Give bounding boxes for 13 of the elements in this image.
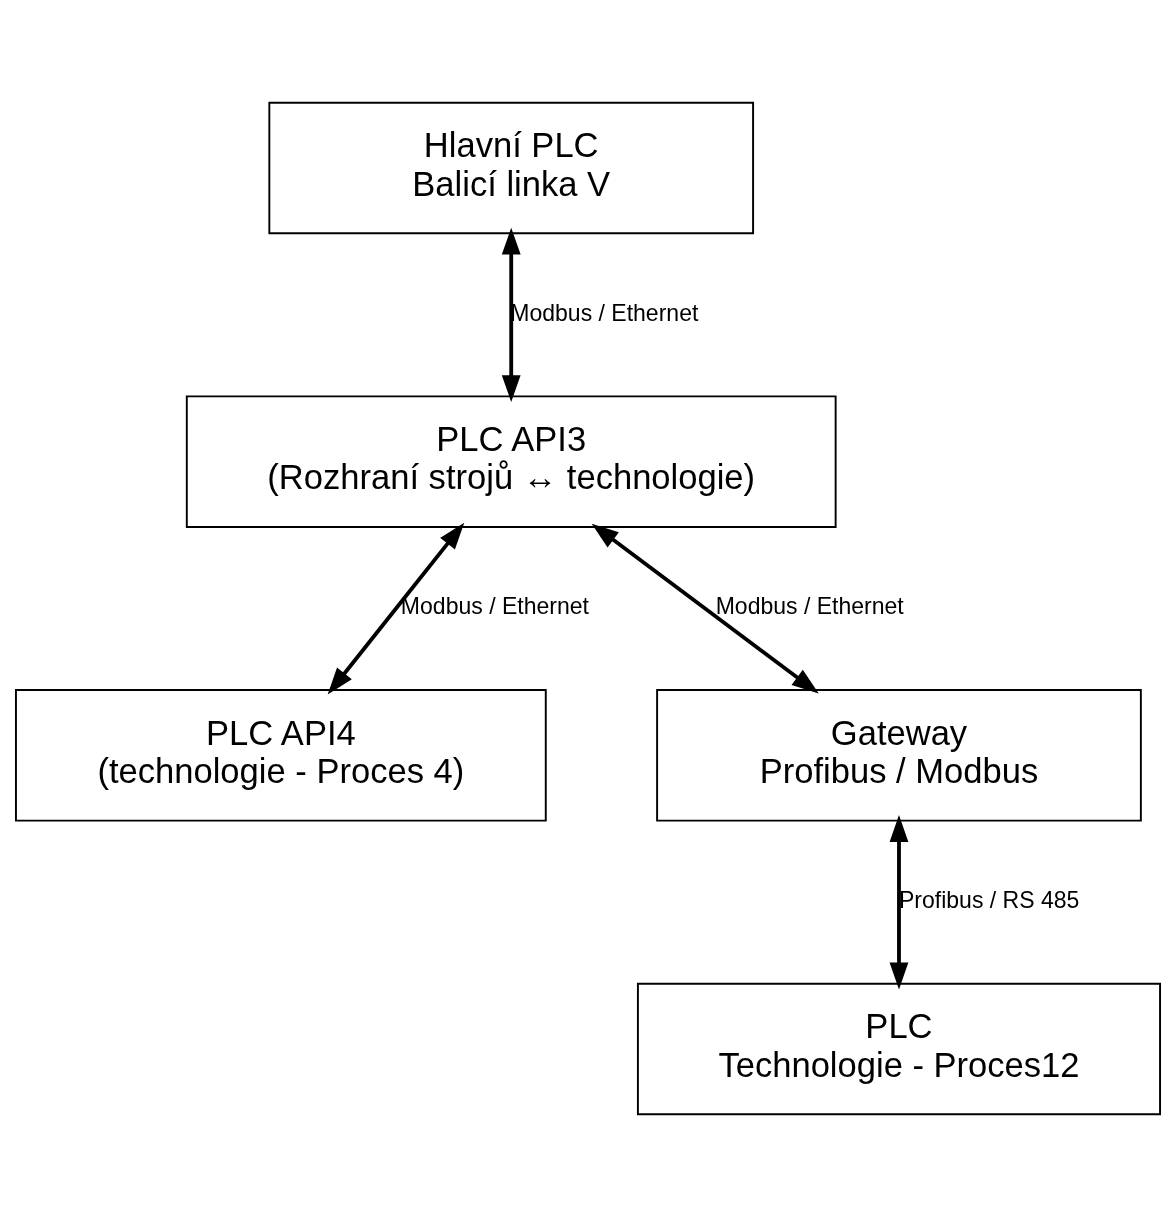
node-box: PLC API4 (technologie - Proces 4): [15, 688, 547, 822]
edge-label: Modbus / Ethernet: [510, 299, 699, 326]
node-box: PLC API3 (Rozhraní strojů ↔ technologie): [185, 394, 837, 528]
arrow: [591, 523, 819, 693]
edge-label: Profibus / RS 485: [899, 886, 1080, 913]
edge-label: Modbus / Ethernet: [400, 592, 589, 619]
arrow: [889, 814, 909, 989]
node-box: Gateway Profibus / Modbus: [656, 688, 1142, 822]
node-box: PLC Technologie - Proces12: [636, 982, 1161, 1115]
edge-label: Modbus / Ethernet: [715, 592, 904, 619]
arrow: [327, 522, 465, 694]
node-box: Hlavní PLC Balicí linka V: [268, 101, 755, 234]
arrow: [501, 227, 521, 402]
